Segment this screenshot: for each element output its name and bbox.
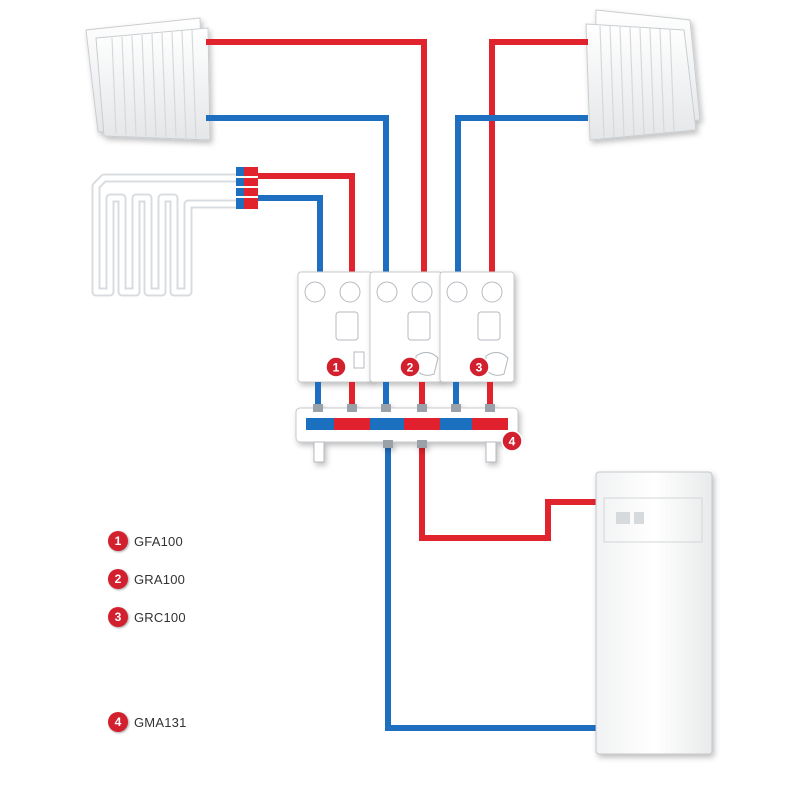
module-1-badge: 1 [325,356,347,378]
manifold-badge-number: 4 [509,435,516,449]
legend-label-1: GFA100 [134,533,183,549]
module-1 [297,271,373,383]
module-3-badge-number: 3 [476,361,483,375]
supply-pipes [206,39,600,541]
module-3-badge: 3 [468,356,490,378]
return-pipes [206,115,600,731]
module-2-badge-number: 2 [407,361,414,375]
radiator-right-icon [585,9,701,141]
legend-badge-4: 4 [108,712,128,732]
legend-badge-1: 1 [108,531,128,551]
legend-label-3: GRC100 [134,609,186,625]
legend-badge-2: 2 [108,569,128,589]
legend-item-1: 1 GFA100 [108,531,183,551]
legend-item-2: 2 GRA100 [108,569,185,589]
legend-badge-3: 3 [108,607,128,627]
legend-item-4: 4 GMA131 [108,712,187,732]
boiler-icon [595,471,713,755]
module-3 [439,271,515,383]
manifold [295,404,519,463]
module-1-badge-number: 1 [333,361,340,375]
underfloor-heating-icon [91,167,258,297]
module-2-badge: 2 [399,356,421,378]
legend-label-4: GMA131 [134,714,187,730]
manifold-badge: 4 [501,430,523,452]
legend-item-3: 3 GRC100 [108,607,186,627]
radiator-left-icon [85,17,211,141]
legend-label-2: GRA100 [134,571,186,587]
